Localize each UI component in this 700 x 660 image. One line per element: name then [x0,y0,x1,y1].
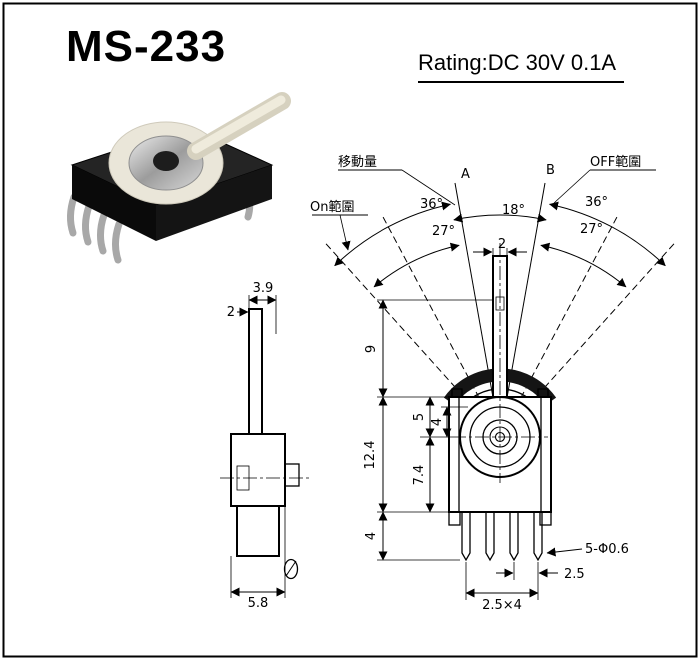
arc-left-36 [334,201,451,267]
point-a-label: A [461,167,470,182]
side-body-lower [236,505,280,557]
on-range-label: On範圍 [310,200,354,215]
dim-pin-pitch: 2.5 [564,567,585,582]
page-title: MS-233 [66,22,227,71]
dim-pin-length: 4 [364,532,379,540]
angle-right-outer: 36° [585,195,608,210]
off-range-label: OFF範圍 [590,155,641,170]
front-pins [461,512,543,562]
side-lever [248,308,263,435]
side-view-dimensions: 3.9 2 5.8 [227,281,286,611]
front-view-dimensions: 9 12.4 4 5 7.4 4 2 5-Φ0.6 2.5 2.5×4 [363,237,629,613]
dim-body-width: 5.8 [248,596,269,611]
dim-upper: 5 [412,413,427,421]
dim-center: 4 [430,418,445,426]
side-body-upper [230,433,286,507]
angle-diagram: 移動量 OFF範圍 On範圍 A B 36° 18° 36° 27° 27° [310,155,676,438]
arc-right-27 [540,242,627,288]
rating-label: Rating:DC 30V 0.1A [418,50,625,83]
angle-left-inner: 27° [432,224,455,239]
angle-left-outer: 36° [420,197,443,212]
dim-lever-thickness: 2 [227,305,235,320]
front-view [443,243,557,562]
arc-center-18 [453,213,547,223]
movement-label: 移動量 [338,155,377,170]
side-view [220,308,312,580]
dim-lever-width: 2 [498,237,506,252]
photo-rotor [108,121,224,205]
product-photo [67,92,291,264]
side-pin-end [283,558,299,580]
dim-top-width: 3.9 [253,281,274,296]
dim-pin-spec: 5-Φ0.6 [585,542,629,557]
dim-lower: 7.4 [412,465,427,486]
point-b-label: B [546,163,555,178]
dim-pitch-total: 2.5×4 [482,598,522,613]
angle-center: 18° [502,203,525,218]
arc-left-27 [373,242,460,288]
dim-body-height: 12.4 [363,441,378,470]
arc-right-36 [549,201,666,267]
dim-lever-length: 9 [364,345,379,353]
angle-right-inner: 27° [580,222,603,237]
photo-lever [187,92,291,160]
side-tab [284,463,300,487]
